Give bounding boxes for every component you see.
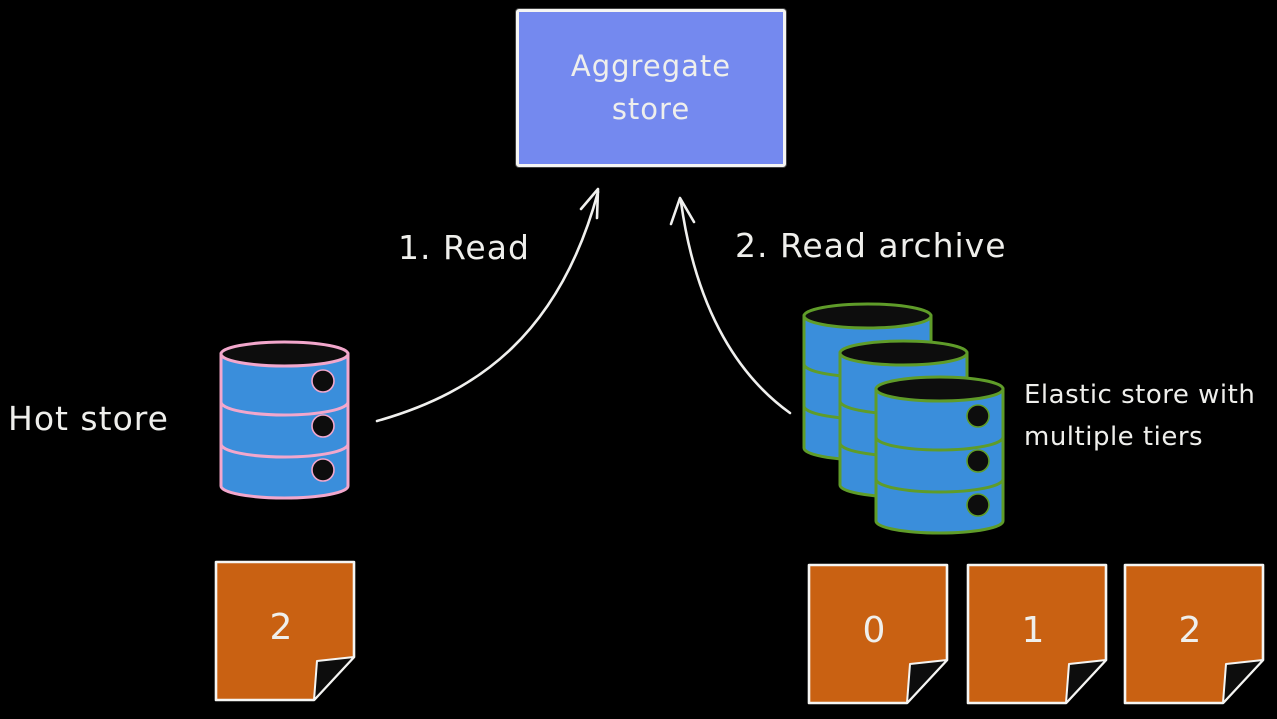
hot-store-database-icon [219, 340, 350, 500]
elastic-note-1: 1 [963, 560, 1111, 708]
aggregate-store-label: Aggregate store [570, 48, 732, 127]
elastic-note-2: 2 [1120, 560, 1268, 708]
hot-store-label: Hot store [8, 399, 169, 438]
read-archive-label: 2. Read archive [735, 226, 1007, 265]
elastic-note-0: 0 [804, 560, 952, 708]
elastic-store-database-icon-front [874, 375, 1005, 535]
sticky-note-icon [214, 560, 356, 702]
sticky-note-icon [966, 563, 1108, 705]
elastic-note-0-value: 0 [862, 609, 886, 651]
sticky-note-icon [807, 563, 949, 705]
sticky-note-icon [1123, 563, 1265, 705]
elastic-note-1-value: 1 [1021, 609, 1045, 651]
read-archive-arrow-head [669, 196, 696, 226]
elastic-store-label: Elastic store with multiple tiers [1024, 380, 1256, 453]
aggregate-store-box: Aggregate store [516, 9, 786, 167]
read-arrow-head [579, 187, 600, 220]
hot-store-note: 2 [211, 557, 359, 705]
elastic-note-2-value: 2 [1178, 609, 1202, 651]
read-arrow [375, 190, 600, 423]
read-label: 1. Read [398, 228, 530, 267]
hot-note-value: 2 [269, 606, 293, 648]
